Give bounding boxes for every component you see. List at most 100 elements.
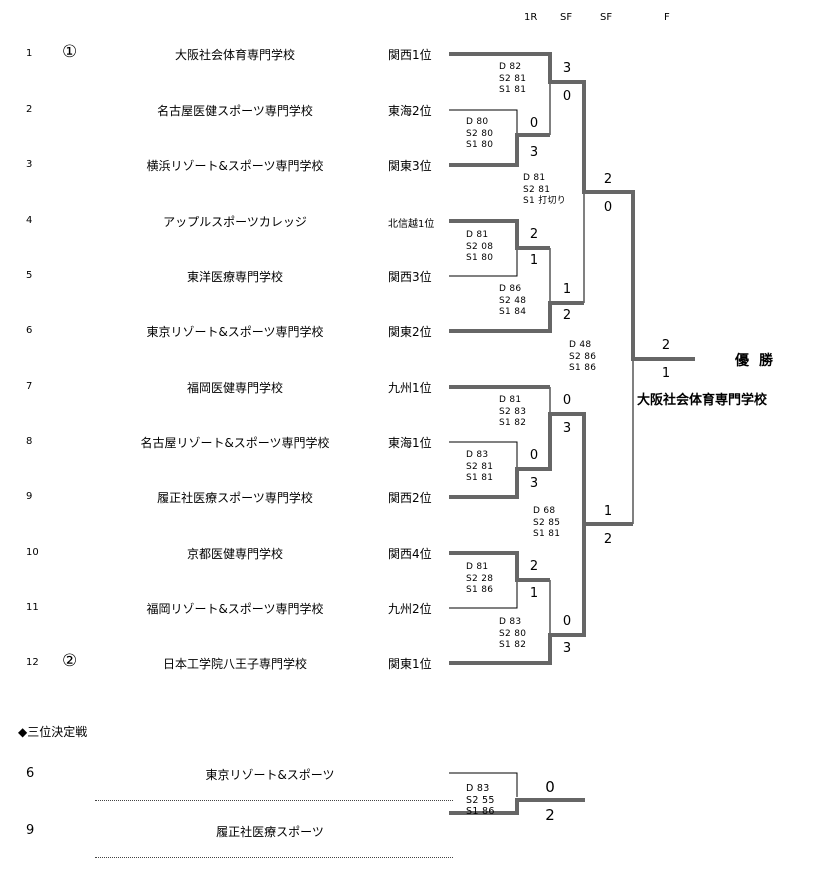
team-name: 福岡リゾート&スポーツ専門学校 xyxy=(146,602,324,616)
score-top: 0 xyxy=(529,448,539,463)
champion-label: 優勝 xyxy=(735,353,783,369)
score-bottom: 3 xyxy=(562,641,572,656)
match-detail: D 82 S2 81 S1 81 xyxy=(499,62,527,95)
team-name: 東洋医療専門学校 xyxy=(186,270,283,284)
score-top: 0 xyxy=(562,614,572,629)
score-bottom: 1 xyxy=(661,366,671,381)
score-bottom: 3 xyxy=(529,476,539,491)
team-number: 2 xyxy=(26,104,33,115)
team-name: 履正社医療スポーツ xyxy=(216,825,324,839)
team-number: 6 xyxy=(26,325,33,336)
team-number: 12 xyxy=(26,657,39,668)
team-qualifier: 東海1位 xyxy=(388,436,432,450)
team-qualifier: 関西1位 xyxy=(388,48,432,62)
team-name: 東京リゾート&スポーツ専門学校 xyxy=(146,325,324,339)
winner-line xyxy=(449,412,633,526)
team-number: 3 xyxy=(26,159,33,170)
champion-name: 大阪社会体育専門学校 xyxy=(637,393,768,408)
score-bottom: 2 xyxy=(603,532,613,547)
divider xyxy=(95,800,453,801)
winner-line xyxy=(449,524,586,665)
seed-mark: ① xyxy=(62,42,78,62)
round-header-sf2: SF xyxy=(600,12,613,23)
match-detail: D 83 S2 80 S1 82 xyxy=(499,617,527,650)
team-name: アップルスポーツカレッジ xyxy=(163,215,307,229)
match-detail: D 81 S2 83 S1 82 xyxy=(499,395,527,428)
team-qualifier: 関西4位 xyxy=(388,547,432,561)
team-name: 横浜リゾート&スポーツ専門学校 xyxy=(146,159,324,173)
round-header-final: F xyxy=(664,12,670,23)
team-number: 10 xyxy=(26,547,39,558)
team-number: 5 xyxy=(26,270,33,281)
winner-line xyxy=(449,219,550,250)
score-top: 2 xyxy=(529,227,539,242)
winner-line xyxy=(449,798,585,815)
score-top: 2 xyxy=(661,338,671,353)
match-detail: D 68 S2 85 S1 81 xyxy=(533,506,561,539)
winner-line xyxy=(449,133,550,167)
score-top: 0 xyxy=(529,116,539,131)
match-detail: D 86 S2 48 S1 84 xyxy=(499,284,527,317)
team-qualifier: 東海2位 xyxy=(388,104,432,118)
match-detail: D 81 S2 08 S1 80 xyxy=(466,230,494,263)
team-name: 名古屋医健スポーツ専門学校 xyxy=(157,104,313,118)
winner-line xyxy=(449,52,695,361)
team-name: 大阪社会体育専門学校 xyxy=(174,48,295,62)
score-top: 1 xyxy=(562,282,572,297)
score-top: 1 xyxy=(603,504,613,519)
team-name: 日本工学院八王子専門学校 xyxy=(162,657,307,671)
loser-line xyxy=(449,109,518,135)
team-number: 8 xyxy=(26,436,33,447)
score-bottom: 3 xyxy=(529,145,539,160)
match-detail: D 81 S2 81 S1 打切り xyxy=(523,173,567,206)
score-bottom: 0 xyxy=(603,200,613,215)
team-number: 11 xyxy=(26,602,39,613)
team-number: 7 xyxy=(26,381,33,392)
team-name: 福岡医健専門学校 xyxy=(186,381,283,395)
team-qualifier: 九州2位 xyxy=(388,602,432,616)
third-place-title: ◆三位決定戦 xyxy=(18,725,88,739)
loser-line xyxy=(449,772,518,797)
score-bottom: 0 xyxy=(562,89,572,104)
team-name: 京都医健専門学校 xyxy=(186,547,283,561)
team-number: 9 xyxy=(26,823,35,838)
team-qualifier: 関東1位 xyxy=(388,657,432,671)
team-qualifier: 関西2位 xyxy=(388,491,432,505)
score-top: 2 xyxy=(603,172,613,187)
score-bottom: 2 xyxy=(545,806,555,824)
match-detail: D 83 S2 55 S1 86 xyxy=(466,783,495,817)
team-number: 9 xyxy=(26,491,33,502)
team-name: 東京リゾート&スポーツ xyxy=(205,768,335,782)
round-header-sf: SF xyxy=(560,12,573,23)
loser-line xyxy=(449,441,518,469)
divider xyxy=(95,857,453,858)
round-header-1r: 1R xyxy=(524,12,538,23)
seed-mark: ② xyxy=(62,651,78,671)
loser-line xyxy=(449,248,518,277)
match-detail: D 48 S2 86 S1 86 xyxy=(569,340,597,373)
team-number: 4 xyxy=(26,215,33,226)
team-qualifier: 関東2位 xyxy=(388,325,432,339)
team-name: 名古屋リゾート&スポーツ専門学校 xyxy=(140,436,330,450)
team-qualifier: 関西3位 xyxy=(388,270,432,284)
score-bottom: 3 xyxy=(562,421,572,436)
winner-line xyxy=(449,301,584,333)
team-qualifier: 九州1位 xyxy=(388,381,432,395)
score-top: 0 xyxy=(545,778,555,796)
score-top: 0 xyxy=(562,393,572,408)
loser-line xyxy=(449,580,518,609)
team-qualifier: 関東3位 xyxy=(388,159,432,173)
score-bottom: 2 xyxy=(562,308,572,323)
score-bottom: 1 xyxy=(529,586,539,601)
team-name: 履正社医療スポーツ専門学校 xyxy=(157,491,313,505)
team-qualifier: 北信越1位 xyxy=(388,219,435,230)
score-top: 2 xyxy=(529,559,539,574)
team-number: 1 xyxy=(26,48,33,59)
match-detail: D 83 S2 81 S1 81 xyxy=(466,450,494,483)
match-detail: D 80 S2 80 S1 80 xyxy=(466,117,494,150)
score-bottom: 1 xyxy=(529,253,539,268)
match-detail: D 81 S2 28 S1 86 xyxy=(466,562,494,595)
team-number: 6 xyxy=(26,766,35,781)
score-top: 3 xyxy=(562,61,572,76)
